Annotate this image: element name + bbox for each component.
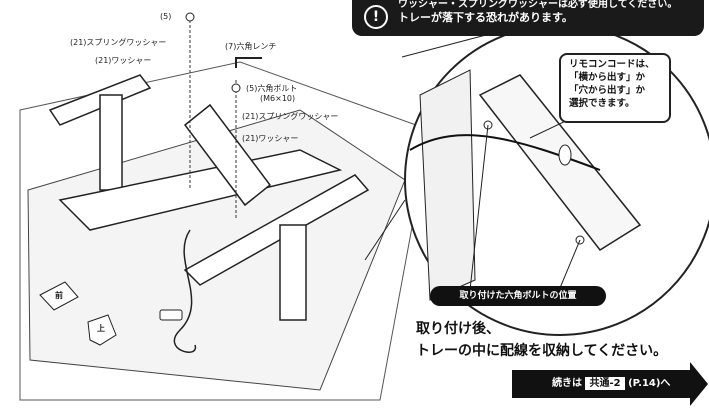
- bolt-head-icon: [231, 83, 241, 93]
- instruction-line-1: 取り付け後、: [416, 321, 500, 337]
- callout-line: 「横から出す」か: [569, 72, 646, 83]
- marker-leader: [469, 124, 489, 291]
- warning-banner: ! ワッシャー・スプリングワッシャーは必ず使用してください。 トレーが落下する恐…: [352, 0, 704, 36]
- cable-hole: [558, 144, 572, 166]
- part-label: (M6×10): [260, 94, 296, 103]
- front-arrow-icon: [39, 281, 79, 311]
- warning-line-2: トレーが落下する恐れがあります。: [398, 11, 573, 24]
- cable-tray: [183, 103, 272, 207]
- part-label: (21)ワッシャー: [242, 134, 299, 143]
- next-prefix: 続きは: [552, 378, 582, 389]
- left-leg: [99, 94, 123, 191]
- bolt-head-icon: [185, 12, 195, 22]
- zoom-connector: [364, 199, 406, 261]
- warning-line-1: ワッシャー・スプリングワッシャーは必ず使用してください。: [398, 0, 678, 10]
- part-label: (21)スプリングワッシャー: [242, 112, 339, 121]
- part-label: (5)六角ボルト: [246, 84, 298, 93]
- floor-outline: [19, 61, 431, 401]
- callout-line: 選択できます。: [569, 98, 635, 109]
- bolt-position-label: 取り付けた六角ボルトの位置: [430, 286, 606, 306]
- part-label: (21)スプリングワッシャー: [70, 38, 167, 47]
- right-foot: [183, 174, 370, 286]
- zoomed-tray: [478, 74, 642, 251]
- part-label: (7)六角レンチ: [225, 42, 277, 51]
- callout-line: リモコンコードは、: [569, 59, 655, 70]
- up-arrow-icon: [87, 314, 117, 346]
- direction-label-front: 前: [55, 291, 63, 300]
- right-leg: [279, 224, 307, 321]
- zoomed-cable: [409, 134, 601, 171]
- direction-label-up: 上: [97, 324, 105, 333]
- callout-line: 「穴から出す」か: [569, 85, 646, 96]
- next-section-arrow[interactable]: 続きは 共通-2 (P.14)へ: [512, 370, 690, 398]
- arrow-tip-icon: [690, 362, 708, 406]
- exclamation-icon: !: [364, 5, 388, 29]
- cable: [173, 229, 197, 353]
- controller: [159, 309, 183, 321]
- marker-leader: [559, 239, 581, 289]
- part-label: (21)ワッシャー: [95, 56, 152, 65]
- next-page: (P.14)へ: [628, 378, 671, 389]
- zoomed-frame: [419, 69, 476, 301]
- remote-cord-callout: リモコンコードは、 「横から出す」か 「穴から出す」か 選択できます。: [559, 53, 671, 123]
- part-label: (5): [160, 12, 172, 21]
- hex-wrench-icon: [235, 57, 262, 68]
- next-section-name: 共通-2: [585, 377, 625, 390]
- instruction-line-2: トレーの中に配線を収納してください。: [416, 343, 668, 359]
